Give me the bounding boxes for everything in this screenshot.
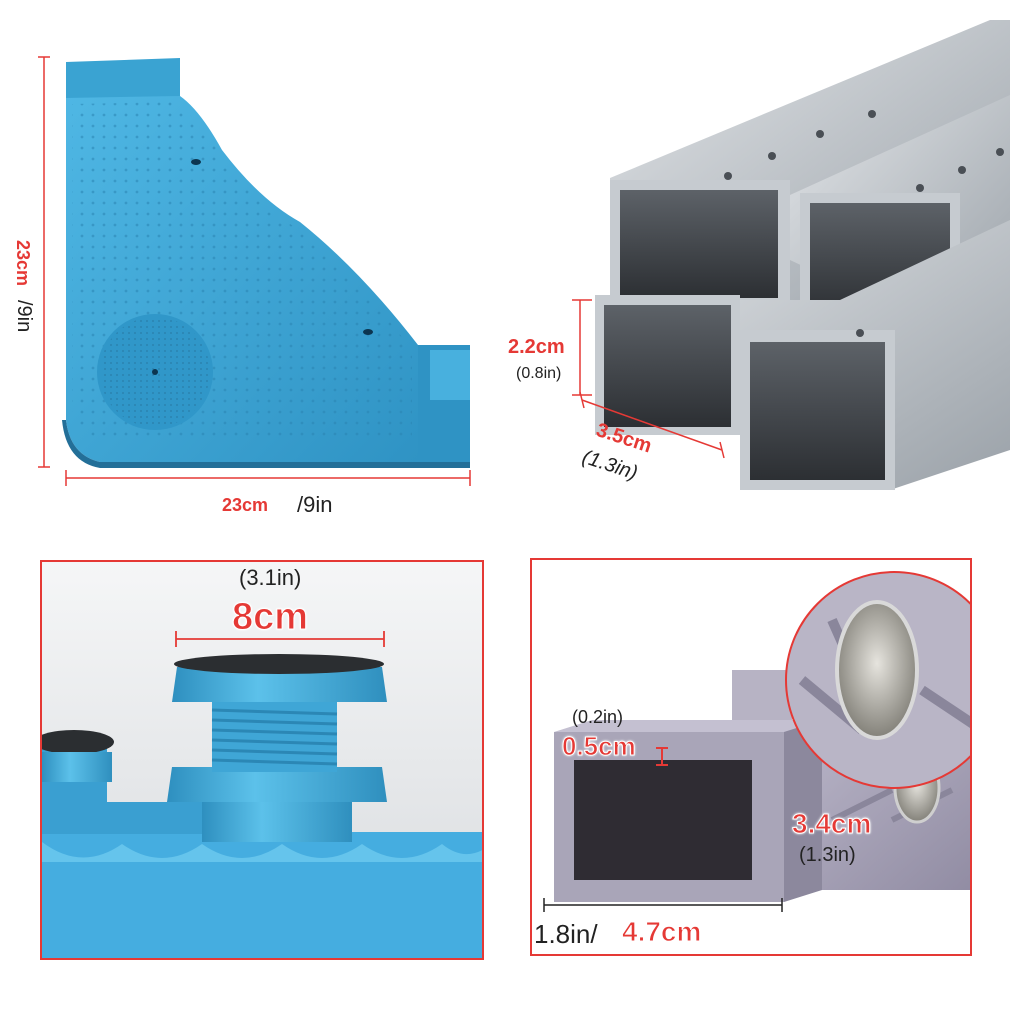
screw-diameter-in: (3.1in) [239, 565, 302, 590]
steel-tubes-image [572, 20, 1010, 490]
coin-magnet-inset [835, 600, 919, 740]
profile-width-in: 1.8in/ [534, 919, 598, 949]
profile-height-cm: 3.4cm [791, 808, 872, 839]
profile-panel: (0.2in) 0.5cm 3.4cm (1.3in) 1.8in/ 4.7cm [530, 558, 972, 956]
foot-height-cm: 23cm [13, 240, 33, 287]
profile-height-in: (1.3in) [799, 844, 856, 866]
screw-diameter-cm: 8cm [231, 596, 309, 638]
screw-panel: (3.1in) 8cm [40, 560, 484, 960]
tube-height-in: (0.8in) [516, 365, 562, 382]
profile-width-cm: 4.7cm [621, 916, 702, 947]
profile-wall-cm: 0.5cm [562, 731, 637, 761]
tubes-panel: 2.2cm (0.8in) 3.5cm (1.3in) [500, 0, 1010, 530]
foot-panel: 23cm /9in 23cm /9in [0, 0, 500, 530]
blue-foot-image [38, 56, 471, 486]
plastic-profile-image [543, 571, 970, 912]
foot-width-in: /9in [297, 492, 333, 517]
adjustable-screw-image [42, 562, 482, 958]
foot-height-in: /9in [13, 300, 35, 333]
profile-wall-in: (0.2in) [572, 707, 624, 727]
tube-height-cm: 2.2cm [508, 336, 565, 358]
foot-width-cm: 23cm [222, 495, 269, 515]
